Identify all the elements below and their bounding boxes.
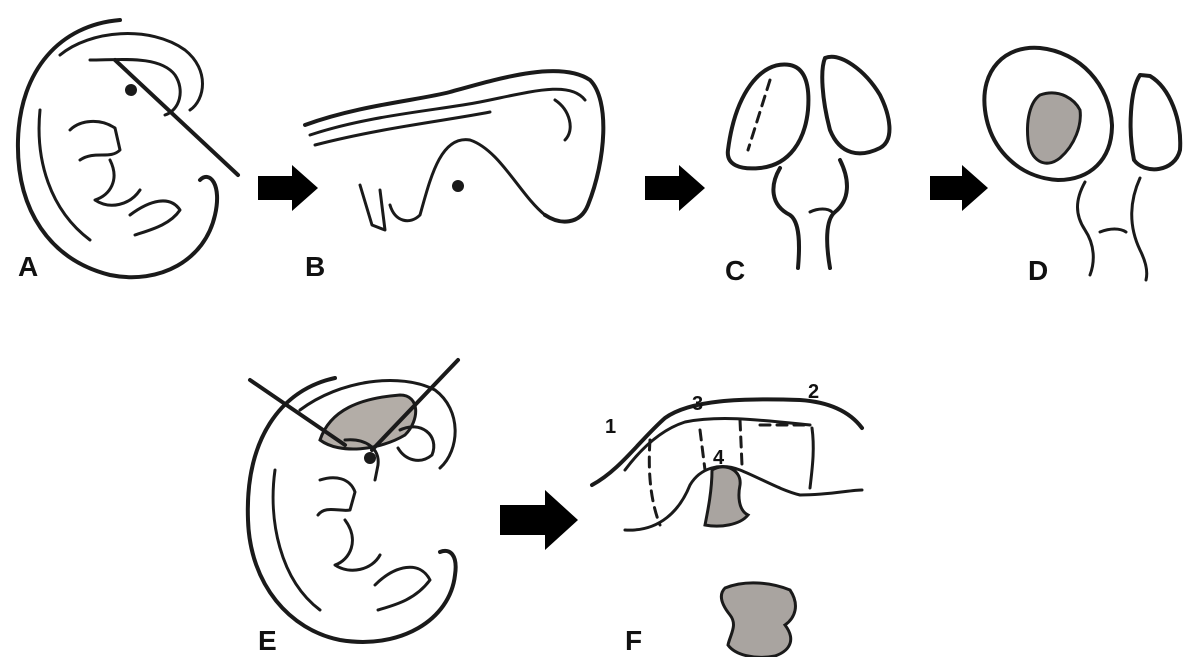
panel-label-e: E <box>258 625 277 656</box>
panel-label-d: D <box>1028 255 1048 286</box>
right-arrow-icon <box>500 490 578 550</box>
part-number-4: 4 <box>713 447 725 469</box>
part-number-2: 2 <box>808 381 819 403</box>
panel-e-embryo-drawing <box>248 360 458 642</box>
part-number-3: 3 <box>692 393 703 415</box>
panel-f-section-drawing <box>592 399 862 657</box>
panel-label-a: A <box>18 251 38 282</box>
right-arrow-icon <box>645 165 705 211</box>
right-arrow-icon <box>930 165 988 211</box>
panel-a-embryo-drawing <box>18 20 238 277</box>
right-arrow-icon <box>258 165 318 211</box>
panel-c-brain-vesicles-drawing <box>728 57 890 268</box>
panel-d-opened-vesicle-drawing <box>984 48 1180 280</box>
part-number-1: 1 <box>605 416 616 438</box>
panel-label-c: C <box>725 255 745 286</box>
panel-b-head-section-drawing <box>305 71 603 230</box>
panel-label-f: F <box>625 625 642 656</box>
panel-label-b: B <box>305 251 325 282</box>
